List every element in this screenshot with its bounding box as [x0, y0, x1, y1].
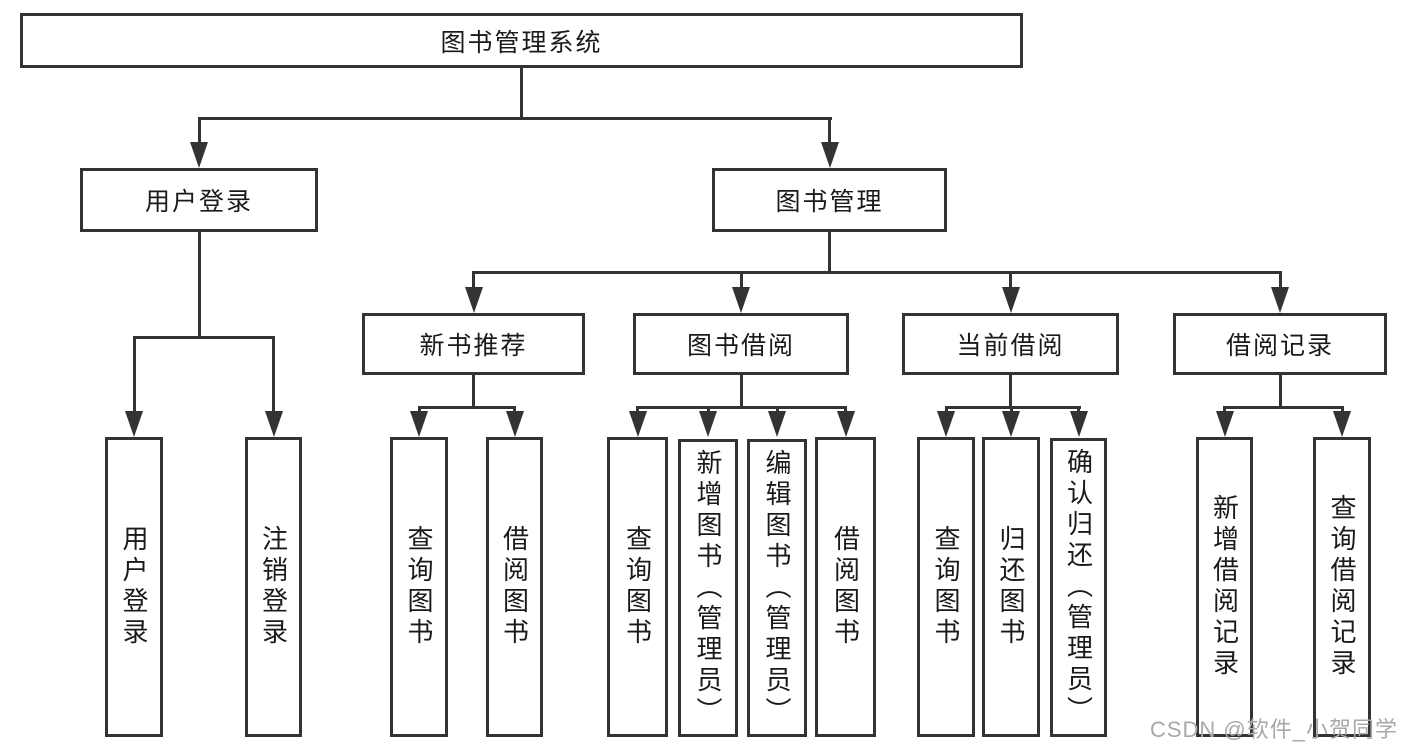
arrow-down-icon	[732, 287, 750, 313]
node-new-book-recommend: 新书推荐	[362, 313, 585, 375]
connector-drop-new-book	[472, 270, 475, 288]
leaf-query-books-recommend: 查询图书	[390, 437, 448, 737]
arrow-down-icon	[937, 411, 955, 437]
arrow-down-icon	[125, 411, 143, 437]
connector-new-book-trunk	[472, 375, 475, 407]
connector-drop-leaf-user-login	[132, 335, 136, 411]
connector-current-borrow-bus	[944, 405, 1081, 409]
connector-drop-leaf-logout	[272, 335, 275, 411]
arrow-down-icon	[820, 142, 839, 168]
node-current-borrow: 当前借阅	[902, 313, 1119, 375]
arrow-down-icon	[1002, 411, 1020, 437]
arrow-down-icon	[410, 411, 428, 437]
arrow-down-icon	[1069, 411, 1088, 437]
connector-current-borrow-trunk	[1009, 375, 1012, 407]
connector-root-trunk	[520, 68, 523, 118]
connector-borrow-records-bus	[1223, 405, 1344, 409]
connector-book-borrow-bus	[636, 405, 847, 409]
connector-user-login-bus	[132, 335, 275, 339]
connector-user-login-trunk	[197, 232, 201, 337]
connector-book-borrow-trunk	[739, 375, 743, 407]
arrow-down-icon	[464, 287, 483, 313]
connector-drop-borrow-records	[1278, 270, 1282, 288]
leaf-confirm-return-admin: 确认归还（管理员）	[1050, 438, 1107, 737]
leaf-logout: 注销登录	[245, 437, 302, 737]
csdn-watermark: CSDN @软件_小贺同学	[1149, 717, 1398, 742]
connector-drop	[944, 405, 948, 413]
connector-drop	[1009, 405, 1013, 413]
leaf-return-books: 归还图书	[982, 437, 1040, 737]
node-book-management: 图书管理	[712, 168, 947, 232]
leaf-add-books-admin: 新增图书（管理员）	[678, 439, 738, 737]
connector-drop-book-borrow	[739, 270, 743, 288]
leaf-add-borrow-record: 新增借阅记录	[1196, 437, 1253, 737]
connector-drop	[1077, 405, 1080, 413]
leaf-borrow-books: 借阅图书	[815, 437, 876, 737]
leaf-query-books-borrow: 查询图书	[607, 437, 668, 737]
connector-drop-user-login	[197, 116, 201, 143]
connector-drop	[513, 405, 516, 413]
leaf-edit-books-admin: 编辑图书（管理员）	[747, 439, 807, 737]
arrow-down-icon	[1333, 411, 1351, 437]
node-borrow-records: 借阅记录	[1173, 313, 1387, 375]
arrow-down-icon	[768, 411, 786, 437]
leaf-borrow-books-recommend: 借阅图书	[486, 437, 543, 737]
connector-book-management-trunk	[828, 232, 831, 272]
arrow-down-icon	[1271, 287, 1289, 313]
connector-drop-book-management	[828, 116, 831, 143]
arrow-down-icon	[264, 411, 283, 437]
arrow-down-icon	[505, 411, 524, 437]
connector-drop	[636, 405, 639, 413]
node-book-borrow: 图书借阅	[633, 313, 849, 375]
leaf-query-borrow-record: 查询借阅记录	[1313, 437, 1371, 737]
connector-root-bus	[197, 116, 832, 120]
connector-drop	[775, 405, 779, 413]
arrow-down-icon	[1215, 411, 1234, 437]
arrow-down-icon	[836, 411, 855, 437]
arrow-down-icon	[190, 142, 208, 168]
connector-drop-current-borrow	[1009, 270, 1012, 288]
arrow-down-icon	[1001, 287, 1020, 313]
connector-drop	[1340, 405, 1344, 413]
leaf-query-books-current: 查询图书	[917, 437, 975, 737]
connector-new-book-bus	[417, 405, 516, 409]
connector-drop	[706, 405, 710, 413]
arrow-down-icon	[699, 411, 717, 437]
connector-drop	[417, 405, 421, 413]
connector-drop	[844, 405, 847, 413]
arrow-down-icon	[628, 411, 647, 437]
node-library-management-system: 图书管理系统	[20, 13, 1023, 68]
leaf-user-login: 用户登录	[105, 437, 163, 737]
connector-book-management-bus	[472, 270, 1282, 274]
connector-drop	[1223, 405, 1226, 413]
connector-borrow-records-trunk	[1278, 375, 1282, 407]
node-user-login: 用户登录	[80, 168, 318, 232]
